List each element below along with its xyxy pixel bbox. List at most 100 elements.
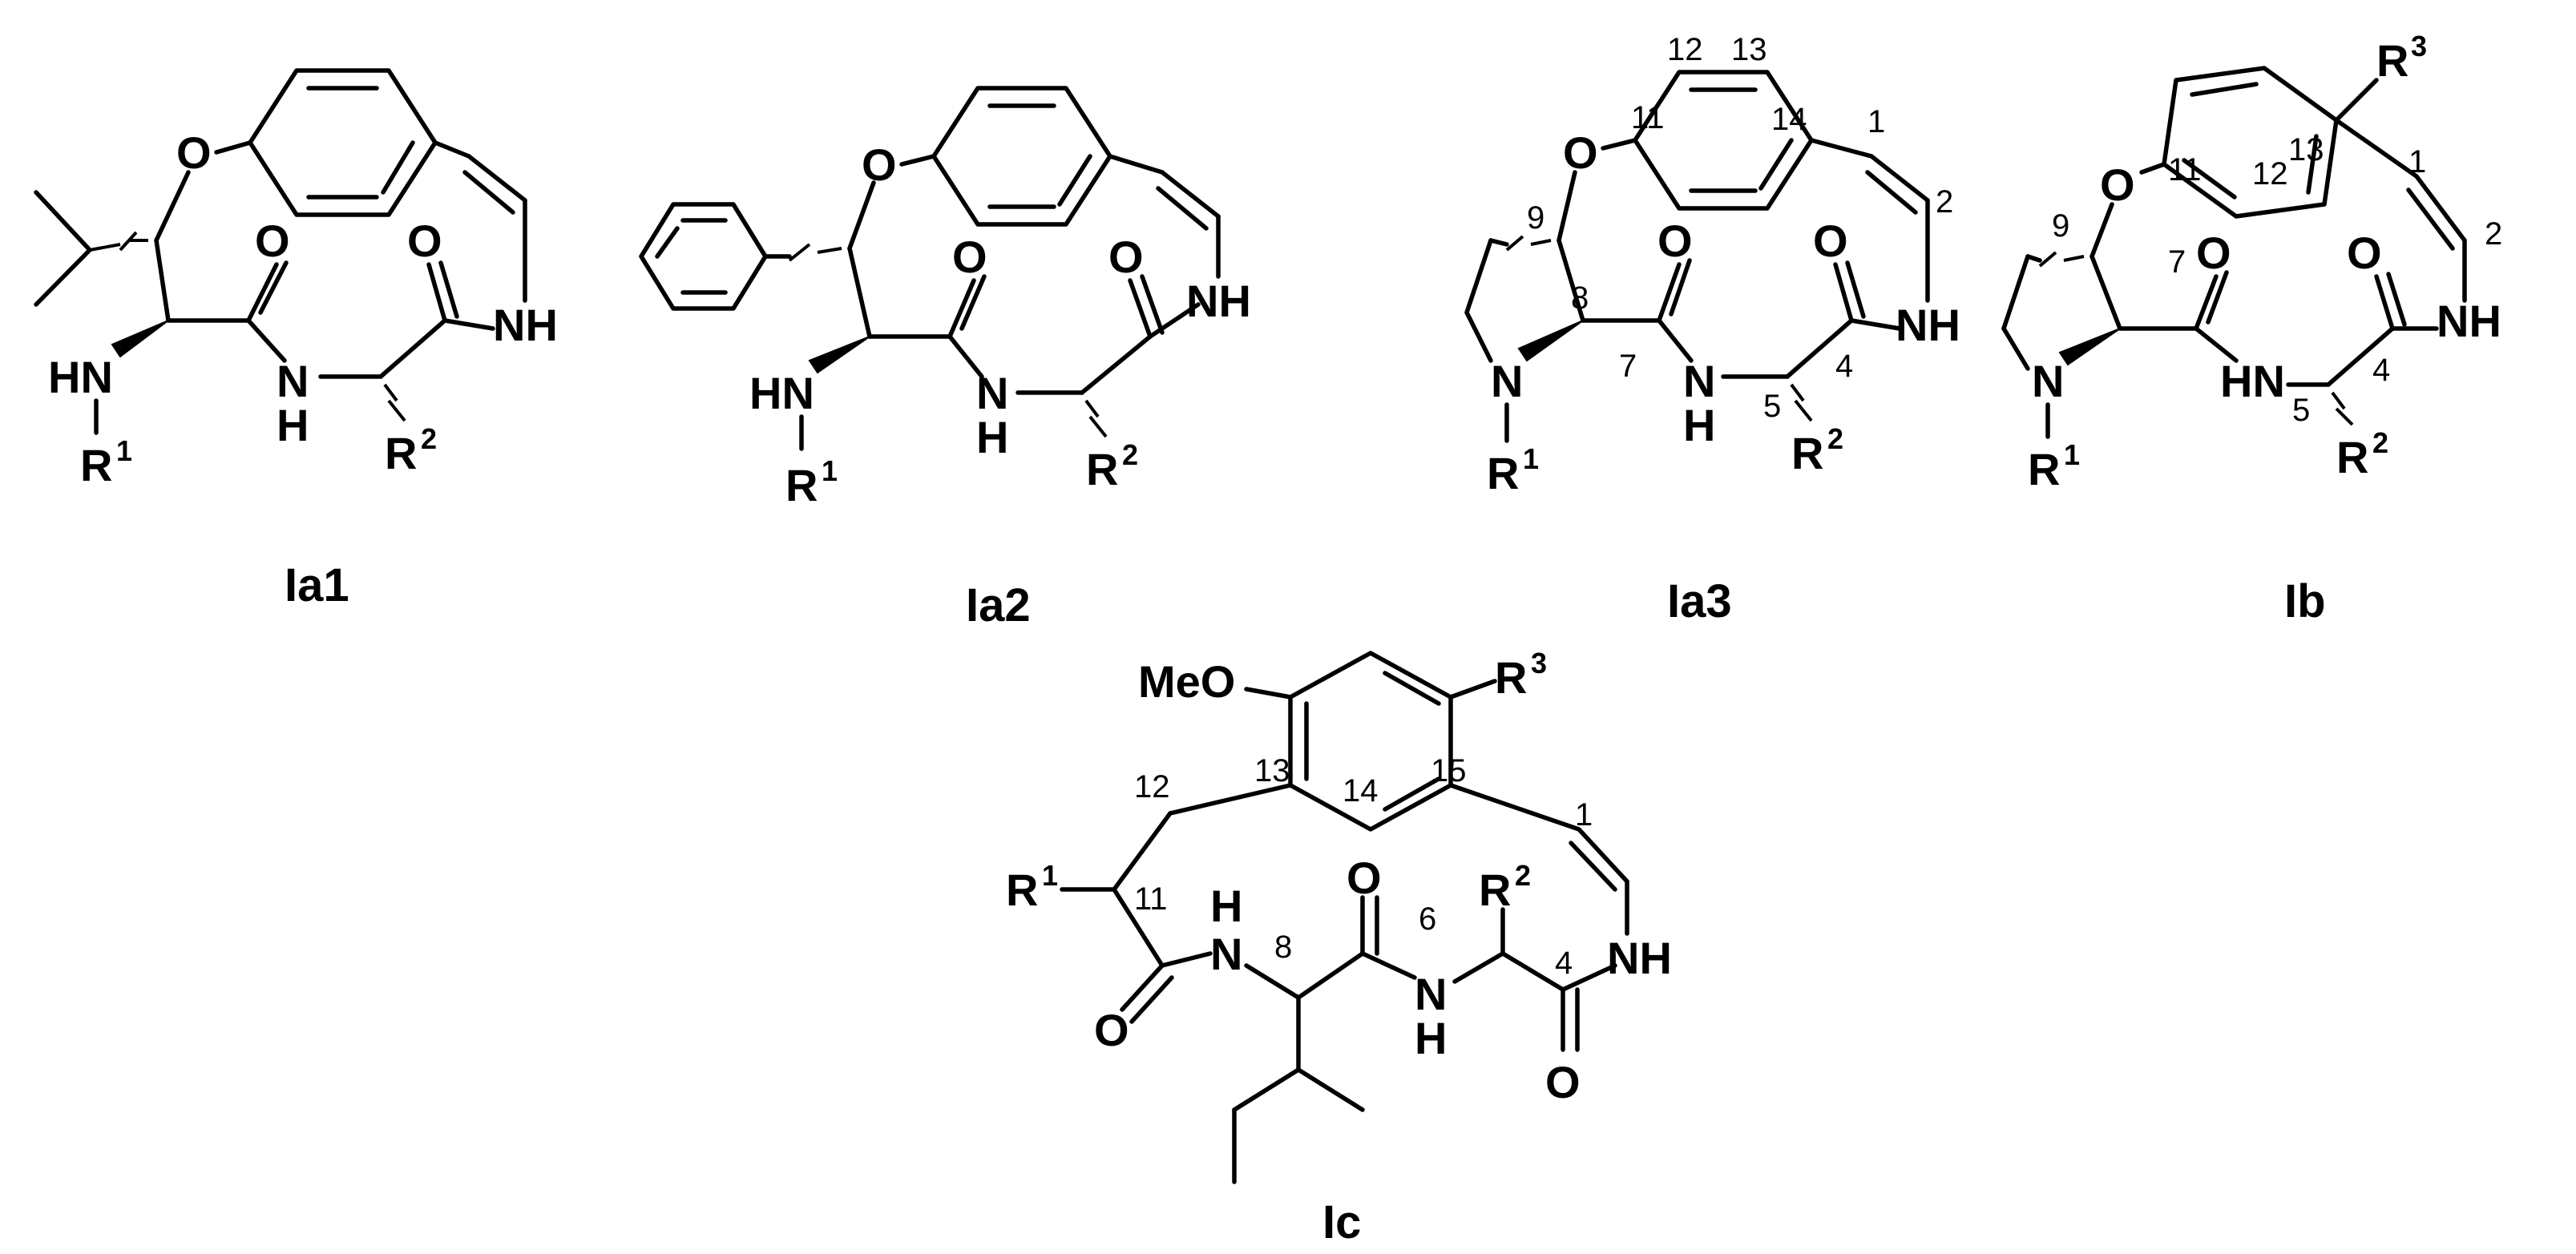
svg-text:H: H: [1683, 400, 1715, 450]
svg-text:4: 4: [1835, 349, 1853, 384]
phenyl-ring: [639, 202, 768, 311]
svg-text:2: 2: [1827, 422, 1843, 455]
r-group-r1: R: [1006, 865, 1038, 915]
r-group-r2: R: [385, 428, 417, 478]
amide-nh-2: NH: [2437, 296, 2501, 346]
svg-text:2: 2: [421, 422, 437, 455]
compound-label-ia2: Ia2: [966, 579, 1031, 631]
amide-nh-2: NH: [1896, 300, 1960, 350]
compound-ia1: O HN R 1 O N H R 2 O NH: [34, 68, 558, 611]
svg-text:1: 1: [1575, 797, 1593, 833]
svg-text:13: 13: [1254, 753, 1290, 788]
svg-text:15: 15: [1431, 753, 1467, 788]
svg-text:1: 1: [116, 434, 132, 467]
amide-nh: HN: [2220, 356, 2285, 406]
svg-text:2: 2: [2485, 216, 2502, 252]
compound-ib: R 3 11 12 13 O 9 N R 1 7 O HN 5 R 2 4: [2001, 30, 2502, 627]
svg-text:14: 14: [1343, 773, 1379, 808]
svg-text:9: 9: [1527, 200, 1544, 236]
amide-nh: N: [1683, 356, 1715, 406]
oxygen-ether: O: [2100, 159, 2135, 210]
svg-text:2: 2: [1122, 438, 1138, 471]
svg-text:9: 9: [2052, 208, 2069, 244]
svg-text:11: 11: [1631, 100, 1665, 135]
svg-text:1: 1: [2408, 144, 2426, 179]
svg-text:12: 12: [1134, 769, 1170, 804]
carbonyl-oxygen-2: O: [1108, 232, 1144, 282]
carbonyl-oxygen: O: [255, 216, 290, 266]
svg-text:13: 13: [1731, 32, 1767, 67]
benzene-ring: [931, 86, 1112, 227]
r-group-r1: R: [785, 460, 818, 510]
carbonyl-oxygen-2: O: [407, 216, 442, 266]
svg-text:13: 13: [2288, 132, 2324, 167]
svg-text:8: 8: [1274, 929, 1292, 965]
carbonyl-oxygen: O: [1657, 216, 1693, 266]
r-group-r3: R: [1495, 652, 1527, 703]
r-group-r2: R: [1791, 428, 1823, 478]
svg-text:H: H: [1210, 881, 1242, 931]
svg-text:3: 3: [1531, 647, 1547, 679]
svg-text:H: H: [976, 412, 1008, 462]
r-group-r1: R: [80, 440, 112, 490]
amine-nh: HN: [749, 368, 814, 418]
compound-label-ic: Ic: [1322, 1196, 1361, 1248]
carbonyl-oxygen-2: O: [2347, 228, 2382, 278]
svg-text:2: 2: [1936, 184, 1953, 220]
svg-text:11: 11: [1134, 881, 1168, 917]
amide-nh: N: [277, 356, 309, 406]
compound-label-ib: Ib: [2284, 575, 2326, 627]
svg-text:4: 4: [2372, 353, 2390, 388]
carbonyl-oxygen-3: O: [1545, 1057, 1581, 1107]
carbonyl-oxygen: O: [2196, 228, 2231, 278]
amide-nh: N: [1210, 929, 1242, 979]
oxygen-ether: O: [176, 127, 212, 178]
carbonyl-oxygen-2: O: [1813, 216, 1848, 266]
compound-ia2: O HN R 1 O N H R 2 O NH: [639, 86, 1251, 631]
oxygen-ether: O: [1563, 127, 1598, 178]
carbonyl-oxygen: O: [1094, 1005, 1129, 1055]
svg-text:12: 12: [1667, 32, 1703, 67]
methoxy-group: MeO: [1138, 656, 1235, 707]
benzene-ring: [1633, 70, 1814, 211]
svg-text:2: 2: [2372, 426, 2388, 459]
amide-nh: N: [976, 368, 1008, 418]
pyrrolidine-n: N: [2032, 356, 2064, 406]
r-group-r1: R: [2028, 444, 2060, 494]
svg-text:H: H: [277, 400, 309, 450]
svg-text:7: 7: [1619, 349, 1637, 384]
pyrrolidine-n: N: [1491, 356, 1523, 406]
compound-label-ia3: Ia3: [1667, 575, 1732, 627]
svg-text:5: 5: [1763, 389, 1781, 424]
svg-text:3: 3: [2411, 30, 2427, 62]
svg-text:1: 1: [2064, 438, 2080, 471]
svg-text:11: 11: [2168, 152, 2202, 187]
carbonyl-oxygen-2: O: [1347, 853, 1382, 903]
compound-ia3: 12 13 11 14 O 9 N 8 R 1 7 O N H 5 R 2: [1464, 32, 1960, 627]
svg-text:H: H: [1415, 1013, 1447, 1063]
svg-text:8: 8: [1571, 280, 1589, 316]
svg-text:14: 14: [1771, 102, 1807, 137]
svg-text:7: 7: [2168, 244, 2186, 280]
svg-text:1: 1: [822, 454, 838, 487]
amide-nh-2: NH: [493, 300, 558, 350]
compound-label-ia1: Ia1: [285, 559, 349, 611]
amide-nh-2: N: [1415, 969, 1447, 1019]
svg-text:12: 12: [2252, 156, 2288, 192]
svg-text:1: 1: [1042, 859, 1058, 892]
r-group-r2: R: [1479, 865, 1511, 915]
amide-nh-2: NH: [1186, 276, 1251, 326]
r-group-r2: R: [1086, 444, 1118, 494]
svg-text:5: 5: [2292, 393, 2310, 428]
svg-text:6: 6: [1419, 901, 1436, 937]
svg-text:2: 2: [1515, 859, 1531, 892]
carbonyl-oxygen: O: [952, 232, 987, 282]
r-group-r2: R: [2336, 432, 2368, 482]
amine-nh: HN: [48, 352, 113, 402]
compound-ic: MeO R 3 13 14 15 12 R 1 11 O N H 8 O 6 N…: [1006, 647, 1672, 1248]
svg-text:1: 1: [1523, 442, 1539, 475]
oxygen-ether: O: [862, 139, 897, 190]
amide-nh-3: NH: [1607, 933, 1672, 983]
svg-text:1: 1: [1867, 104, 1885, 139]
